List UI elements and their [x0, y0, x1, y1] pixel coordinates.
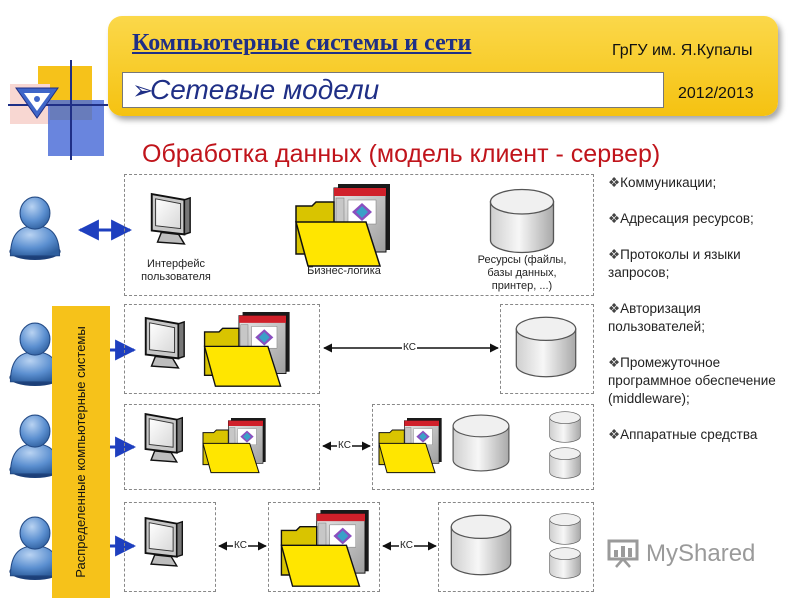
academic-year: 2012/2013 — [678, 85, 754, 102]
client-panel — [124, 502, 216, 592]
presentation-board-icon — [607, 539, 639, 568]
logic-caption: Бизнес-логика — [307, 265, 381, 277]
university-name: ГрГУ им. Я.Купалы — [612, 42, 753, 59]
list-item: ❖Адресация ресурсов; — [608, 211, 754, 226]
distributed-systems-label-box — [52, 306, 110, 598]
server-panel — [438, 502, 594, 592]
client-panel — [124, 404, 320, 490]
server-panel — [500, 304, 594, 394]
slide-title: Обработка данных (модель клиент - сервер… — [142, 140, 661, 168]
layers-panel — [124, 174, 594, 296]
bullet-icon: ❖ — [608, 427, 621, 442]
connector-label: КС — [233, 540, 248, 551]
course-title: Компьютерные системы и сети — [132, 30, 472, 56]
bullet-icon: ❖ — [608, 355, 621, 370]
list-item: ❖Авторизация пользователей; — [608, 301, 705, 334]
watermark: MyShared — [646, 540, 756, 567]
list-item: ❖Аппаратные средства — [608, 427, 758, 442]
connector-label: КС — [402, 342, 417, 353]
list-item: ❖Коммуникации; — [608, 175, 717, 190]
bullet-icon: ❖ — [608, 301, 621, 316]
server-panel — [372, 404, 594, 490]
client-panel — [124, 304, 320, 394]
bullet-icon: ❖ — [608, 247, 621, 262]
subtitle: Сетевые модели — [150, 74, 380, 105]
resources-caption: Ресурсы (файлы, базы данных, принтер, ..… — [477, 254, 567, 292]
connector-label: КС — [399, 540, 414, 551]
bullet-icon: ❖ — [608, 175, 621, 190]
logic-panel — [268, 502, 380, 592]
feature-list: ❖Коммуникации; ❖Адресация ресурсов; ❖Про… — [608, 174, 788, 462]
connector-label: КС — [337, 440, 352, 451]
interface-caption: Интерфейс пользователя — [141, 258, 211, 283]
list-item: ❖Протоколы и языки запросов; — [608, 247, 741, 280]
subtitle-box — [122, 72, 664, 108]
list-item: ❖Промежуточное программное обеспечение (… — [608, 355, 776, 406]
subtitle-arrow-icon: ➢ — [132, 75, 154, 105]
bullet-icon: ❖ — [608, 211, 621, 226]
university-emblem-icon — [15, 87, 59, 119]
